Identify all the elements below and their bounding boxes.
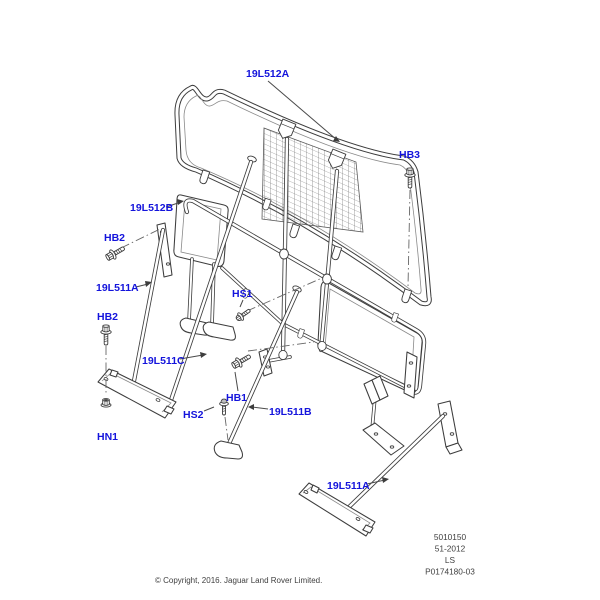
- callout-hs2[interactable]: HS2: [183, 409, 204, 421]
- callout-19l512a[interactable]: 19L512A: [246, 68, 290, 80]
- catalog-number: 5010150: [434, 532, 467, 542]
- callout-hb3[interactable]: HB3: [399, 149, 420, 161]
- callout-leaders: [135, 80, 389, 485]
- callouts: 19L512A HB3 19L512B HB2 19L511A HB2 HS1 …: [96, 68, 420, 492]
- model-code: LS: [445, 555, 456, 565]
- bolt-hb1-icon: [229, 351, 254, 372]
- long-brace-19l511c: [165, 155, 257, 412]
- callout-hb1[interactable]: HB1: [226, 392, 247, 404]
- callout-hn1[interactable]: HN1: [97, 431, 118, 443]
- callout-19l511a-left[interactable]: 19L511A: [96, 282, 139, 294]
- bottom-stay-19l511a: [298, 400, 463, 537]
- nut-hn1-icon: [100, 398, 112, 408]
- bolt-hb3-icon: [404, 167, 416, 189]
- illustration-number: P0174180-03: [425, 567, 475, 577]
- callout-hb2-lower[interactable]: HB2: [97, 311, 118, 323]
- callout-hb2-upper[interactable]: HB2: [104, 232, 125, 244]
- bolt-hb2-upper-icon: [103, 243, 128, 264]
- left-stay-19l511a: [97, 222, 177, 419]
- copyright-notice: © Copyright, 2016. Jaguar Land Rover Lim…: [155, 576, 322, 585]
- callout-19l511b[interactable]: 19L511B: [269, 406, 312, 418]
- callout-19l511c[interactable]: 19L511C: [142, 355, 185, 367]
- right-brace-19l511b: [213, 285, 302, 460]
- callout-19l511a-bottom[interactable]: 19L511A: [327, 480, 370, 492]
- screw-hs1-icon: [233, 306, 253, 324]
- fastener-axes: [105, 189, 411, 441]
- callout-19l512b[interactable]: 19L512B: [130, 202, 174, 214]
- callout-hs1[interactable]: HS1: [232, 288, 253, 300]
- reference-block: 5010150 51-2012 LS P0174180-03: [425, 532, 475, 577]
- lower-partition-panel: [173, 194, 427, 456]
- bolt-hb2-lower-icon: [100, 324, 112, 346]
- issue-date: 51-2012: [435, 544, 466, 554]
